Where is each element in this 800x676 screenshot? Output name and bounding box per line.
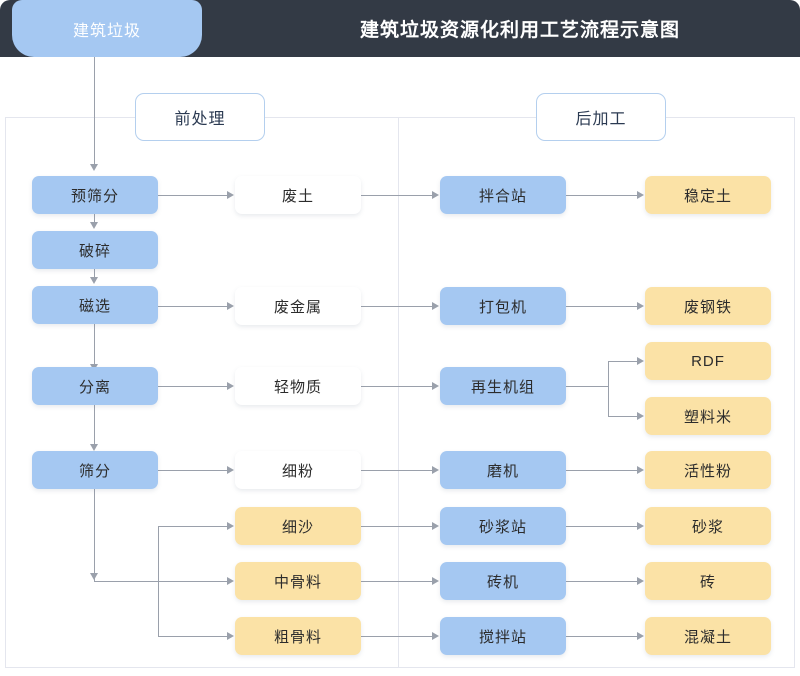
- node-mortar[interactable]: 砂浆: [645, 507, 771, 545]
- arrowhead-riser-to-coarse-aggregate: [227, 632, 234, 640]
- node-waste-soil[interactable]: 废土: [235, 176, 361, 214]
- edge-riser-to-coarse-aggregate: [158, 636, 228, 637]
- section-header-pre-process: 前处理: [135, 93, 265, 141]
- node-fine-sand[interactable]: 细沙: [235, 507, 361, 545]
- edge-medium-aggregate-to-brick-machine: [361, 581, 433, 582]
- arrowhead-recycle-unit-to-rdf: [637, 357, 644, 365]
- edge-recycle-unit-to-rdf: [608, 361, 638, 362]
- arrowhead-bus-to-medium-aggregate: [227, 577, 234, 585]
- arrowhead-waste-soil-to-mix-station: [432, 191, 439, 199]
- edge-fine-powder-to-mill: [361, 470, 433, 471]
- node-brick-machine[interactable]: 砖机: [440, 562, 566, 600]
- node-active-powder[interactable]: 活性粉: [645, 451, 771, 489]
- edge-brick-machine-to-brick: [566, 581, 638, 582]
- node-recycling-unit[interactable]: 再生机组: [440, 367, 566, 405]
- node-medium-aggregate[interactable]: 中骨料: [235, 562, 361, 600]
- node-concrete[interactable]: 混凝土: [645, 617, 771, 655]
- node-mixing-station[interactable]: 拌合站: [440, 176, 566, 214]
- node-plastic-pellet[interactable]: 塑料米: [645, 397, 771, 435]
- arrowhead-baler-to-scrap-steel: [637, 302, 644, 310]
- node-fine-powder[interactable]: 细粉: [235, 451, 361, 489]
- arrowhead-coarse-aggregate-to-batching-plant: [432, 632, 439, 640]
- edge-waste-soil-to-mix-station: [361, 195, 433, 196]
- node-prescreen[interactable]: 预筛分: [32, 176, 158, 214]
- arrowhead-screen-down-trunk: [90, 573, 98, 580]
- edge-baler-to-scrap-steel: [566, 306, 638, 307]
- edge-riser-to-fine-sand: [158, 526, 228, 527]
- node-scrap-steel[interactable]: 废钢铁: [645, 287, 771, 325]
- edge-batching-plant-to-concrete: [566, 636, 638, 637]
- section-header-post-process: 后加工: [536, 93, 666, 141]
- arrowhead-batching-plant-to-concrete: [637, 632, 644, 640]
- edge-fine-sand-to-mortar-station: [361, 526, 433, 527]
- edge-source-to-prescreen: [94, 57, 95, 165]
- node-brick[interactable]: 砖: [645, 562, 771, 600]
- edge-screen-to-fine-powder: [158, 470, 228, 471]
- arrowhead-screen-to-fine-powder: [227, 466, 234, 474]
- arrowhead-mill-to-active-powder: [637, 466, 644, 474]
- edge-magnetic-to-separate: [94, 324, 95, 365]
- arrowhead-magnetic-to-scrap-metal: [227, 302, 234, 310]
- arrowhead-light-material-to-recycle-unit: [432, 382, 439, 390]
- edge-recycle-unit-stem: [566, 386, 609, 387]
- node-light-material[interactable]: 轻物质: [235, 367, 361, 405]
- node-batching-plant[interactable]: 搅拌站: [440, 617, 566, 655]
- node-mill[interactable]: 磨机: [440, 451, 566, 489]
- edge-recycle-unit-split-riser: [608, 361, 609, 417]
- arrowhead-prescreen-to-waste-soil: [227, 191, 234, 199]
- page-title: 建筑垃圾资源化利用工艺流程示意图: [359, 20, 680, 41]
- arrowhead-crush-to-magnetic: [90, 277, 98, 284]
- node-baler[interactable]: 打包机: [440, 287, 566, 325]
- edge-aggregate-riser: [158, 526, 159, 637]
- node-scrap-metal[interactable]: 废金属: [235, 287, 361, 325]
- node-mortar-station[interactable]: 砂浆站: [440, 507, 566, 545]
- node-stabilized-soil[interactable]: 稳定土: [645, 176, 771, 214]
- edge-coarse-aggregate-to-batching-plant: [361, 636, 433, 637]
- arrowhead-riser-to-fine-sand: [227, 522, 234, 530]
- section-divider: [398, 117, 399, 668]
- arrowhead-fine-powder-to-mill: [432, 466, 439, 474]
- edge-mix-station-to-stabilized-soil: [566, 195, 638, 196]
- arrowhead-fine-sand-to-mortar-station: [432, 522, 439, 530]
- node-coarse-aggregate[interactable]: 粗骨料: [235, 617, 361, 655]
- edge-light-material-to-recycle-unit: [361, 386, 433, 387]
- edge-magnetic-to-scrap-metal: [158, 306, 228, 307]
- arrowhead-separate-to-screen: [90, 444, 98, 451]
- edge-scrap-metal-to-baler: [361, 306, 433, 307]
- edge-recycle-unit-to-plastic-pellet: [608, 416, 638, 417]
- arrowhead-mix-station-to-stabilized-soil: [637, 191, 644, 199]
- node-separation[interactable]: 分离: [32, 367, 158, 405]
- arrowhead-recycle-unit-to-plastic-pellet: [637, 412, 644, 420]
- arrowhead-separate-to-light-material: [227, 382, 234, 390]
- node-crush[interactable]: 破碎: [32, 231, 158, 269]
- edge-separate-to-screen: [94, 404, 95, 445]
- arrowhead-source-to-prescreen: [90, 164, 98, 171]
- edge-crush-to-magnetic: [94, 269, 95, 278]
- edge-prescreen-to-crush: [94, 214, 95, 223]
- arrowhead-mortar-station-to-mortar: [637, 522, 644, 530]
- arrowhead-medium-aggregate-to-brick-machine: [432, 577, 439, 585]
- arrowhead-scrap-metal-to-baler: [432, 302, 439, 310]
- edge-bus-to-medium-aggregate: [94, 581, 228, 582]
- edge-prescreen-to-waste-soil: [158, 195, 228, 196]
- edge-separate-to-light-material: [158, 386, 228, 387]
- node-screening[interactable]: 筛分: [32, 451, 158, 489]
- edge-mortar-station-to-mortar: [566, 526, 638, 527]
- node-magnetic-separation[interactable]: 磁选: [32, 286, 158, 324]
- edge-screen-down-trunk: [94, 489, 95, 581]
- arrowhead-prescreen-to-crush: [90, 222, 98, 229]
- node-rdf[interactable]: RDF: [645, 342, 771, 380]
- edge-mill-to-active-powder: [566, 470, 638, 471]
- source-tab-construction-waste[interactable]: 建筑垃圾: [12, 0, 202, 57]
- arrowhead-brick-machine-to-brick: [637, 577, 644, 585]
